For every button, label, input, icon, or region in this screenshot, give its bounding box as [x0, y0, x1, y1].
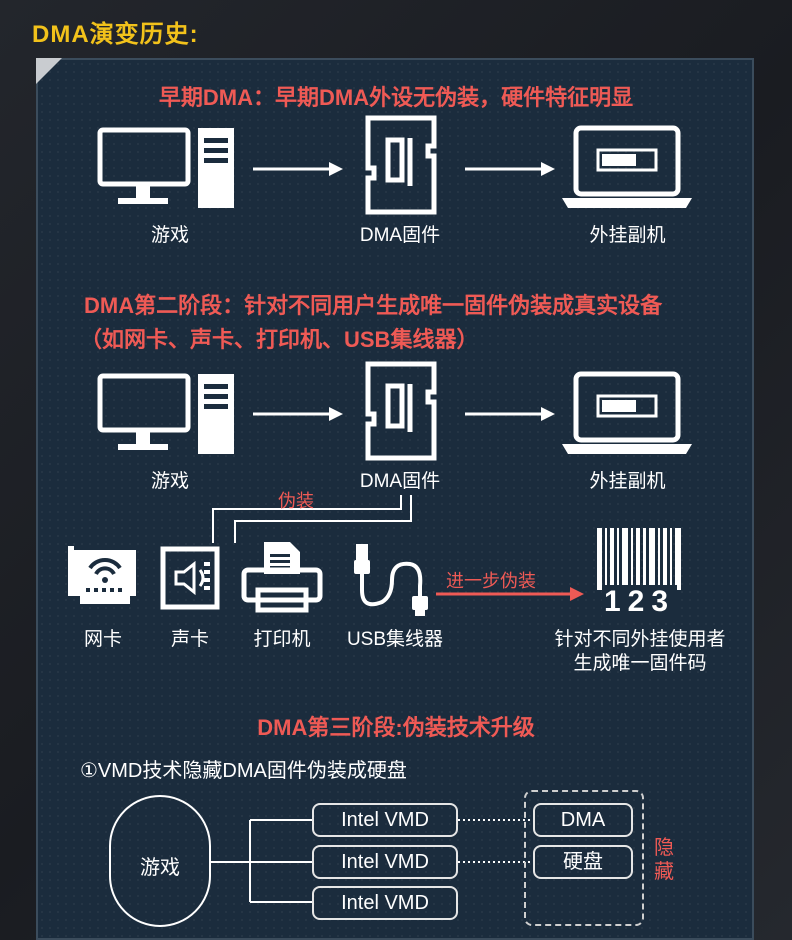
device-label-network-card: 网卡: [83, 629, 122, 650]
dma-firmware-icon: [365, 115, 437, 215]
stage2-dma-label: DMA固件: [359, 471, 441, 492]
dma-firmware-icon: [365, 361, 437, 461]
stage2-assist-label: 外挂副机: [589, 471, 666, 492]
hidden-label: 隐藏: [654, 837, 674, 883]
stage1-assist-label: 外挂副机: [589, 225, 666, 246]
device-label-usb-hub: USB集线器: [346, 629, 444, 650]
stage1-dma-label: DMA固件: [359, 225, 441, 246]
device-label-sound-card: 声卡: [170, 629, 209, 650]
intel-vmd-box-3: Intel VMD: [312, 886, 458, 920]
disguise-connector-lines: [212, 495, 412, 543]
further-disguise-label: 进一步伪装: [446, 571, 536, 591]
stage3-item1: ①VMD技术隐藏DMA固件伪装成硬盘: [80, 760, 407, 782]
stage3-heading: DMA第三阶段:伪装技术升级: [257, 715, 535, 740]
barcode-icon: [597, 528, 681, 590]
desktop-computer-icon: [97, 127, 234, 208]
stage2-heading-line2: （如网卡、声卡、打印机、USB集线器）: [80, 327, 479, 352]
network-card-icon: [68, 546, 136, 604]
device-label-printer: 打印机: [253, 629, 311, 650]
vmd-diagram-lines: [109, 795, 530, 927]
disguise-label: 伪装: [278, 491, 314, 511]
arrow-right-icon: [253, 407, 343, 421]
stage1-heading: 早期DMA：早期DMA外设无伪装，硬件特征明显: [158, 85, 634, 110]
panel-corner-decoration: [36, 58, 62, 84]
hidden-disk-box: 硬盘: [533, 845, 633, 879]
barcode-caption-line2: 生成唯一固件码: [573, 653, 707, 674]
arrow-right-icon: [253, 162, 343, 176]
intel-vmd-box-1: Intel VMD: [312, 803, 458, 837]
desktop-computer-icon: [97, 373, 234, 454]
laptop-icon: [562, 371, 692, 454]
printer-icon: [241, 542, 323, 613]
arrow-right-icon: [465, 407, 555, 421]
sound-card-icon: [160, 546, 220, 610]
stage2-game-label: 游戏: [150, 471, 189, 492]
page-title: DMA演变历史:: [32, 21, 199, 48]
stage1-game-label: 游戏: [150, 225, 189, 246]
barcode-digits: 123: [602, 585, 678, 619]
intel-vmd-box-2: Intel VMD: [312, 845, 458, 879]
stage2-heading-line1: DMA第二阶段：针对不同用户生成唯一固件伪装成真实设备: [84, 293, 663, 318]
usb-cable-icon: [354, 544, 428, 616]
hidden-dma-box: DMA: [533, 803, 633, 837]
hidden-group-box: [524, 790, 644, 926]
barcode-caption-line1: 针对不同外挂使用者: [554, 629, 726, 650]
arrow-right-icon: [465, 162, 555, 176]
laptop-icon: [562, 125, 692, 208]
stage3-game-label: 游戏: [140, 857, 180, 879]
further-disguise-arrow-icon: [436, 587, 584, 601]
